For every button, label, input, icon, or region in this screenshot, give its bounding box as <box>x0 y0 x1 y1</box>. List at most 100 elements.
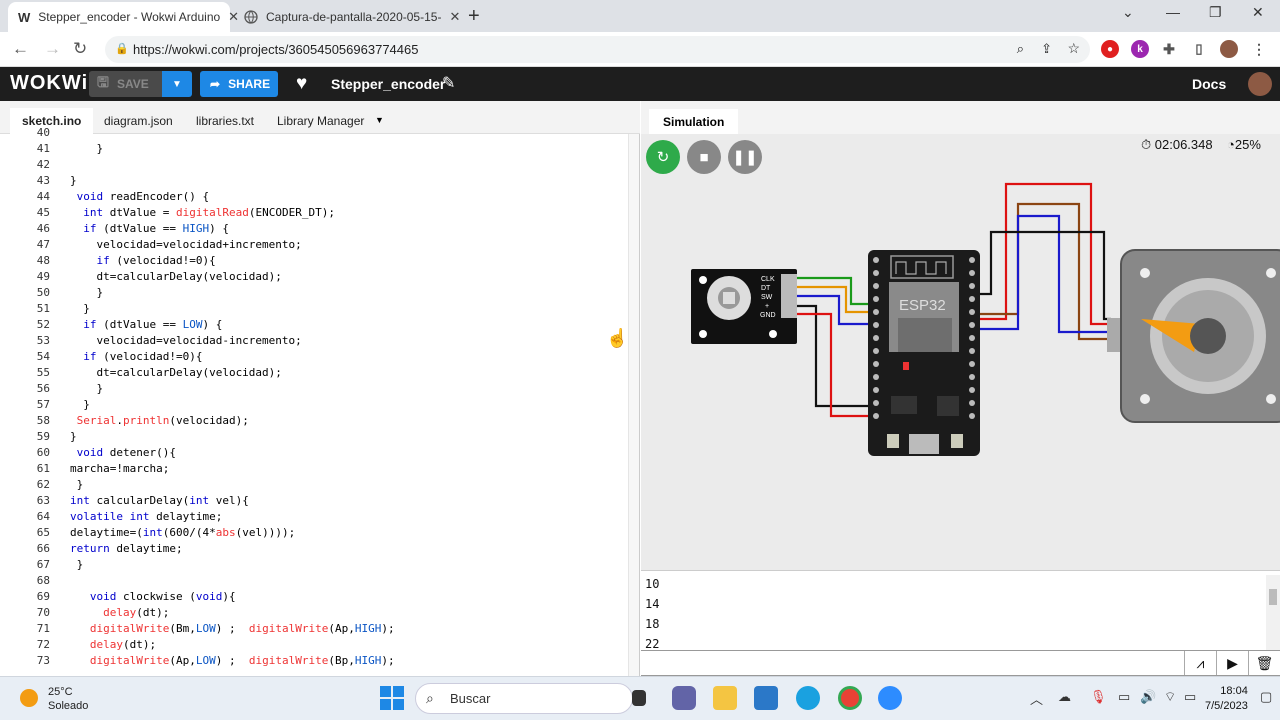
weather-widget[interactable]: 25°C Soleado <box>20 685 88 713</box>
extensions-puzzle-icon[interactable]: ✚ <box>1163 40 1175 57</box>
tray-chevron-icon[interactable]: ︿ <box>1030 692 1044 707</box>
code-line[interactable]: dt=calcularDelay(velocidad); <box>70 270 282 283</box>
serial-monitor[interactable]: 10 14 18 22 <box>641 570 1280 651</box>
code-line[interactable]: } <box>70 286 104 299</box>
code-line[interactable]: velocidad=velocidad+incremento; <box>70 238 302 251</box>
code-line[interactable]: } <box>70 302 90 315</box>
edge-icon[interactable] <box>796 686 820 710</box>
notifications-icon[interactable]: ▢ <box>1260 689 1273 704</box>
tab-simulation[interactable]: Simulation <box>649 109 739 134</box>
tab-library-manager[interactable]: Library Manager <box>277 114 365 128</box>
plotter-button[interactable]: ⩘ <box>1184 651 1216 675</box>
browser-tab[interactable]: Captura-de-pantalla-2020-05-15- ✕ <box>234 2 462 32</box>
code-line[interactable]: velocidad=velocidad-incremento; <box>70 334 302 347</box>
file-explorer-icon[interactable] <box>713 686 737 710</box>
code-line[interactable]: if (velocidad!=0){ <box>83 350 203 363</box>
tab-libraries-txt[interactable]: libraries.txt <box>196 114 255 128</box>
chat-icon[interactable]: ▭ <box>1118 689 1131 704</box>
windows-start-icon[interactable] <box>380 686 404 710</box>
code-line[interactable]: } <box>70 558 84 571</box>
extension-k-icon[interactable]: k <box>1131 40 1149 58</box>
battery-icon[interactable]: ▭ <box>1184 689 1197 704</box>
rotary-encoder[interactable]: CLK DT SW + GND <box>691 269 797 344</box>
code-line[interactable]: delay(dt); <box>89 638 157 651</box>
code-line[interactable]: void clockwise (void){ <box>89 590 236 603</box>
minimize-icon[interactable]: — <box>1166 4 1180 20</box>
reload-icon[interactable]: ↻ <box>73 39 88 58</box>
taskbar-search[interactable]: ⌕ Buscar <box>415 683 633 714</box>
code-line[interactable]: int calcularDelay(int vel){ <box>70 494 249 507</box>
code-line[interactable]: } <box>70 142 104 155</box>
code-line[interactable]: void readEncoder() { <box>76 190 210 203</box>
code-line[interactable]: } <box>70 430 77 443</box>
profile-avatar[interactable] <box>1220 40 1238 58</box>
code-line[interactable]: delay(dt); <box>103 606 170 619</box>
user-avatar[interactable] <box>1248 72 1272 96</box>
like-heart-icon[interactable]: ♥ <box>296 73 308 94</box>
tab-diagram-json[interactable]: diagram.json <box>104 114 173 128</box>
task-view-icon[interactable] <box>632 690 646 706</box>
store-icon[interactable] <box>754 686 778 710</box>
code-line[interactable]: volatile int delaytime; <box>70 510 223 523</box>
browser-menu-icon[interactable]: ⋮ <box>1252 40 1266 57</box>
code-line[interactable]: if (dtValue == LOW) { <box>83 318 223 331</box>
save-dropdown-button[interactable]: ▼ <box>162 71 192 97</box>
zoom-app-icon[interactable] <box>878 686 902 710</box>
code-line[interactable]: } <box>70 478 84 491</box>
code-line[interactable]: marcha=!marcha; <box>70 462 170 475</box>
docs-link[interactable]: Docs <box>1192 76 1227 92</box>
code-line[interactable]: dt=calcularDelay(velocidad); <box>70 366 282 379</box>
code-line[interactable]: void detener(){ <box>76 446 176 459</box>
bookmark-star-icon[interactable]: ☆ <box>1067 40 1080 56</box>
send-button[interactable]: ▶ <box>1216 651 1248 675</box>
serial-input[interactable] <box>641 651 1184 675</box>
code-line[interactable]: delaytime=(int(600/(4*abs(vel)))); <box>70 526 296 539</box>
chrome-icon[interactable] <box>838 686 862 710</box>
code-line[interactable]: if (velocidad!=0){ <box>96 254 216 267</box>
wifi-icon[interactable]: ⌔ <box>1164 689 1177 704</box>
code-line[interactable]: int dtValue = digitalRead(ENCODER_DT); <box>83 206 335 219</box>
share-page-icon[interactable]: ⇪ <box>1041 41 1052 56</box>
forward-icon[interactable]: → <box>44 39 61 58</box>
teams-icon[interactable] <box>672 686 696 710</box>
extension-red-icon[interactable]: ● <box>1101 40 1119 58</box>
maximize-icon[interactable]: ❐ <box>1209 4 1222 20</box>
side-panel-icon[interactable]: ▯ <box>1195 41 1203 56</box>
serial-scrollbar[interactable] <box>1266 575 1280 651</box>
code-line[interactable]: } <box>70 398 90 411</box>
esp32-board[interactable]: ESP32 <box>868 250 980 456</box>
close-tab-icon[interactable]: ✕ <box>449 9 461 24</box>
code-line[interactable]: if (dtValue == HIGH) { <box>83 222 229 235</box>
code-line[interactable]: digitalWrite(Bm,LOW) ; digitalWrite(Ap,H… <box>89 622 395 635</box>
stop-button[interactable]: ■ <box>687 140 721 174</box>
edit-name-icon[interactable]: ✎ <box>442 75 456 92</box>
code-line[interactable]: } <box>70 174 77 187</box>
code-line[interactable]: } <box>70 382 104 395</box>
tab-sketch-ino[interactable]: sketch.ino <box>10 108 94 134</box>
restart-button[interactable]: ↻ <box>646 140 680 174</box>
code-line[interactable]: return delaytime; <box>70 542 183 555</box>
volume-icon[interactable]: 🔊 <box>1140 689 1157 704</box>
stepper-motor[interactable] <box>1107 249 1280 423</box>
wokwi-logo[interactable]: WOKWi <box>10 72 89 94</box>
pause-button[interactable]: ❚❚ <box>728 140 762 174</box>
system-clock[interactable]: 18:04 7/5/2023 <box>1205 684 1248 714</box>
save-button[interactable]: 🖫 SAVE <box>89 71 162 97</box>
scrollbar-thumb[interactable] <box>1269 589 1277 605</box>
cloud-icon[interactable]: ☁ <box>1058 689 1071 704</box>
code-line[interactable]: digitalWrite(Ap,LOW) ; digitalWrite(Bp,H… <box>89 654 395 667</box>
simulation-canvas[interactable]: ↻ ■ ❚❚ ⏱ 02:06.348 ◔25% <box>641 134 1280 570</box>
close-tab-icon[interactable]: ✕ <box>228 9 240 24</box>
microphone-icon[interactable]: 🎙 <box>1090 689 1107 704</box>
tab-search-icon[interactable]: ⌄ <box>1122 4 1134 20</box>
back-icon[interactable]: ← <box>12 39 29 58</box>
url-field[interactable]: 🔒 https://wokwi.com/projects/36054505696… <box>105 36 1090 63</box>
new-tab-icon[interactable]: + <box>468 5 480 27</box>
tabs-menu-caret-icon[interactable]: ▼ <box>375 115 384 125</box>
browser-tab-active[interactable]: W Stepper_encoder - Wokwi Arduino ✕ <box>8 2 239 32</box>
clear-button[interactable]: 🗑 <box>1248 651 1280 675</box>
close-window-icon[interactable]: ✕ <box>1252 4 1264 20</box>
panel-divider[interactable] <box>628 134 640 676</box>
share-button[interactable]: ➦ SHARE <box>200 71 278 97</box>
